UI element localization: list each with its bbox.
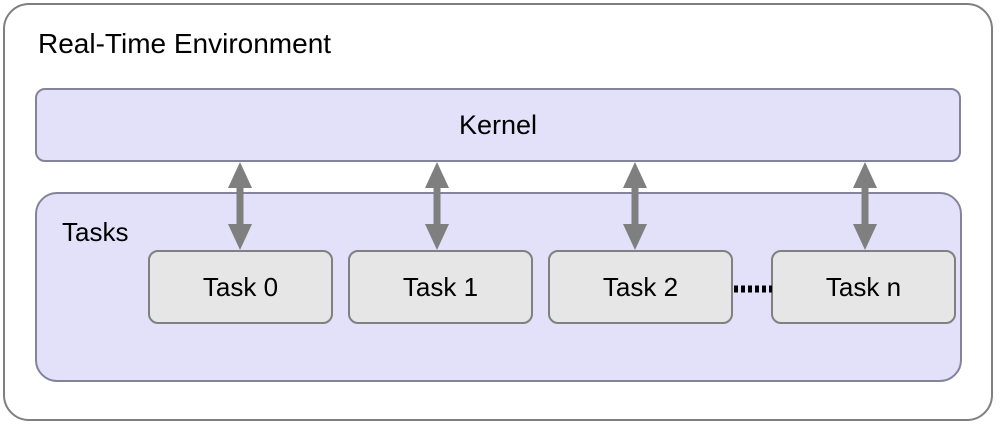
task-box-1[interactable]: Task 1 — [348, 250, 533, 324]
task-label-1: Task 1 — [402, 271, 479, 302]
tasks-group-label: Tasks — [62, 217, 129, 247]
kernel-label: Kernel — [458, 110, 538, 140]
task-label-2: Task 2 — [602, 271, 679, 302]
task-label-n: Task n — [825, 271, 902, 302]
task-box-2[interactable]: Task 2 — [548, 250, 733, 324]
diagram-title: Real-Time Environment — [38, 28, 332, 59]
task-label-0: Task 0 — [202, 271, 279, 302]
task-box-n[interactable]: Task n — [771, 250, 956, 324]
kernel-box[interactable]: Kernel — [35, 88, 961, 162]
task-box-0[interactable]: Task 0 — [148, 250, 333, 324]
